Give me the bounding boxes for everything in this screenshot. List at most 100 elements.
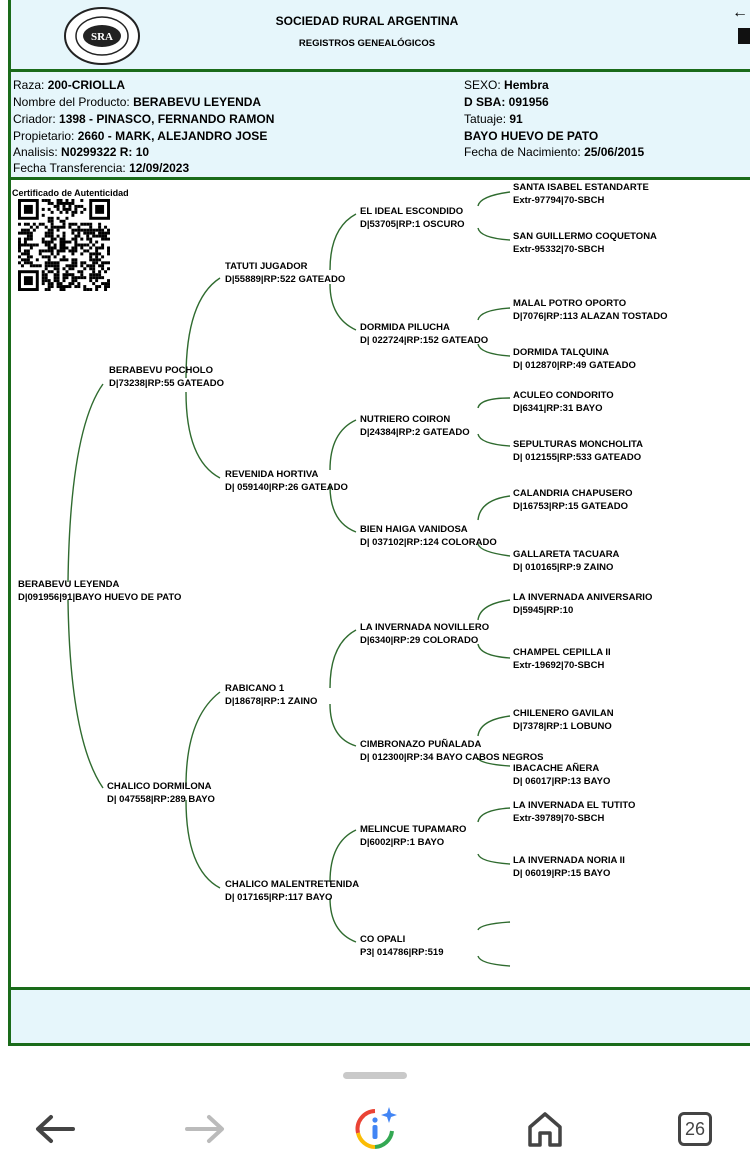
criador-label: Criador: [13, 112, 56, 126]
connector-line [477, 807, 511, 823]
google-info-icon [355, 1107, 397, 1149]
document-footer [8, 990, 750, 1046]
pedigree-node-g3: DORMIDA PILUCHA D| 022724|RP:152 GATEADO [360, 321, 488, 347]
node-name: SANTA ISABEL ESTANDARTE [513, 182, 649, 193]
connector-line [477, 227, 511, 241]
node-detail: D|5945|RP:10 [513, 605, 574, 616]
propietario-value: 2660 - MARK, ALEJANDRO JOSE [77, 129, 268, 143]
connector-line [67, 383, 104, 583]
node-name: BIEN HAIGA VANIDOSA [360, 524, 468, 535]
pedigree-node-g3: CO OPALI P3| 014786|RP:519 [360, 933, 444, 959]
node-detail: D| 059140|RP:26 GATEADO [225, 482, 348, 493]
connector-line [329, 213, 357, 271]
node-detail: D| 010165|RP:9 ZAINO [513, 562, 614, 573]
propietario-row: Propietario: 2660 - MARK, ALEJANDRO JOSE [13, 129, 267, 143]
producto-row: Nombre del Producto: BERABEVU LEYENDA [13, 95, 261, 109]
pedigree-node-g4: SAN GUILLERMO COQUETONA Extr-95332|70-SB… [513, 230, 657, 256]
node-name: CHILENERO GAVILAN [513, 708, 614, 719]
node-detail: D|6341|RP:31 BAYO [513, 403, 603, 414]
connector-line [477, 757, 511, 767]
node-detail: Extr-97794|70-SBCH [513, 195, 605, 206]
node-detail: P3| 014786|RP:519 [360, 947, 444, 958]
node-detail: D|7378|RP:1 LOBUNO [513, 721, 612, 732]
google-lens-button[interactable] [350, 1104, 400, 1154]
subject-name: BERABEVU LEYENDA [18, 579, 120, 590]
connector-line [477, 599, 511, 621]
connector-line [477, 715, 511, 737]
drag-handle[interactable] [343, 1072, 407, 1079]
connector-line [477, 643, 511, 659]
node-detail: D| 037102|RP:124 COLORADO [360, 537, 497, 548]
sba-row: D SBA: 091956 [464, 95, 549, 109]
connector-line [477, 397, 511, 409]
dam-detail: D| 047558|RP:289 BAYO [107, 794, 215, 805]
pedigree-node-g4: IBACACHE AÑERA D| 06017|RP:13 BAYO [513, 762, 610, 788]
node-name: TATUTI JUGADOR [225, 261, 308, 272]
raza-value: 200-CRIOLLA [47, 78, 126, 92]
arrow-right-icon [185, 1115, 224, 1143]
node-detail: D|7076|RP:113 ALAZAN TOSTADO [513, 311, 668, 322]
connector-line [477, 433, 511, 447]
connector-line [329, 829, 357, 883]
transferencia-value: 12/09/2023 [129, 161, 190, 175]
node-name: NUTRIERO COIRON [360, 414, 451, 425]
pedigree-node-g4: LA INVERNADA ANIVERSARIO D|5945|RP:10 [513, 591, 652, 617]
home-button[interactable] [520, 1104, 570, 1154]
producto-value: BERABEVU LEYENDA [133, 95, 262, 109]
node-name: CO OPALI [360, 934, 406, 945]
tabs-button[interactable]: 26 [670, 1104, 720, 1154]
analisis-label: Analisis: [13, 145, 58, 159]
node-name: MELINCUE TUPAMARO [360, 824, 467, 835]
nacimiento-row: Fecha de Nacimiento: 25/06/2015 [464, 145, 644, 159]
pedigree-node-g4: DORMIDA TALQUINA D| 012870|RP:49 GATEADO [513, 346, 636, 372]
node-name: IBACACHE AÑERA [513, 763, 600, 774]
sba-value: D SBA: 091956 [464, 95, 549, 109]
sexo-value: Hembra [504, 78, 549, 92]
node-detail: D|55889|RP:522 GATEADO [225, 274, 346, 285]
pedigree-node-g4: LA INVERNADA NORIA II D| 06019|RP:15 BAY… [513, 854, 625, 880]
node-detail: D|16753|RP:15 GATEADO [513, 501, 628, 512]
node-detail: D| 06019|RP:15 BAYO [513, 868, 611, 879]
connector-line [185, 391, 221, 479]
back-button[interactable] [30, 1104, 80, 1154]
forward-button[interactable] [180, 1104, 230, 1154]
node-detail: D| 022724|RP:152 GATEADO [360, 335, 489, 346]
tab-count-badge: 26 [678, 1112, 712, 1146]
connector-line [477, 853, 511, 865]
pedigree-node-g4: CHAMPEL CEPILLA II Extr-19692|70-SBCH [513, 646, 611, 672]
pedigree-node-g4: SEPULTURAS MONCHOLITA D| 012155|RP:533 G… [513, 438, 643, 464]
propietario-label: Propietario: [13, 129, 75, 143]
pedigree-node-g3: NUTRIERO COIRON D|24384|RP:2 GATEADO [360, 413, 470, 439]
node-name: GALLARETA TACUARA [513, 549, 620, 560]
node-name: RABICANO 1 [225, 683, 285, 694]
connector-line [329, 283, 357, 331]
raza-row: Raza: 200-CRIOLLA [13, 78, 125, 92]
qr-code[interactable] [18, 199, 110, 291]
node-name: DORMIDA TALQUINA [513, 347, 610, 358]
animal-info-panel: Raza: 200-CRIOLLA Nombre del Producto: B… [8, 72, 750, 180]
pedigree-node-g4: LA INVERNADA EL TUTITO Extr-39789|70-SBC… [513, 799, 635, 825]
node-detail: D| 012300|RP:34 BAYO CABOS NEGROS [360, 752, 544, 763]
corner-box-icon [738, 28, 750, 44]
node-detail: D|6340|RP:29 COLORADO [360, 635, 479, 646]
back-arrow-icon[interactable]: ← [732, 4, 748, 21]
node-name: ACULEO CONDORITO [513, 390, 614, 401]
pedigree-node-g4: ACULEO CONDORITO D|6341|RP:31 BAYO [513, 389, 614, 415]
pedigree-tree [8, 180, 750, 990]
connector-line [329, 703, 357, 747]
pedigree-node-g2: CHALICO MALENTRETENIDA D| 017165|RP:117 … [225, 878, 359, 904]
node-name: MALAL POTRO OPORTO [513, 298, 627, 309]
node-name: DORMIDA PILUCHA [360, 322, 450, 333]
node-name: EL IDEAL ESCONDIDO [360, 206, 464, 217]
connector-line [329, 485, 357, 533]
pedigree-connector-lines [67, 191, 511, 967]
node-detail: D|24384|RP:2 GATEADO [360, 427, 470, 438]
node-detail: D|6002|RP:1 BAYO [360, 837, 445, 848]
tatuaje-row: Tatuaje: 91 [464, 112, 523, 126]
pedigree-node-g3: EL IDEAL ESCONDIDO D|53705|RP:1 OSCURO [360, 205, 465, 231]
node-detail: Extr-95332|70-SBCH [513, 244, 605, 255]
node-name: SEPULTURAS MONCHOLITA [513, 439, 644, 450]
pedigree-node-g2: RABICANO 1 D|18678|RP:1 ZAINO [225, 682, 317, 708]
pedigree-node-g3: BIEN HAIGA VANIDOSA D| 037102|RP:124 COL… [360, 523, 497, 549]
connector-line [185, 277, 221, 379]
